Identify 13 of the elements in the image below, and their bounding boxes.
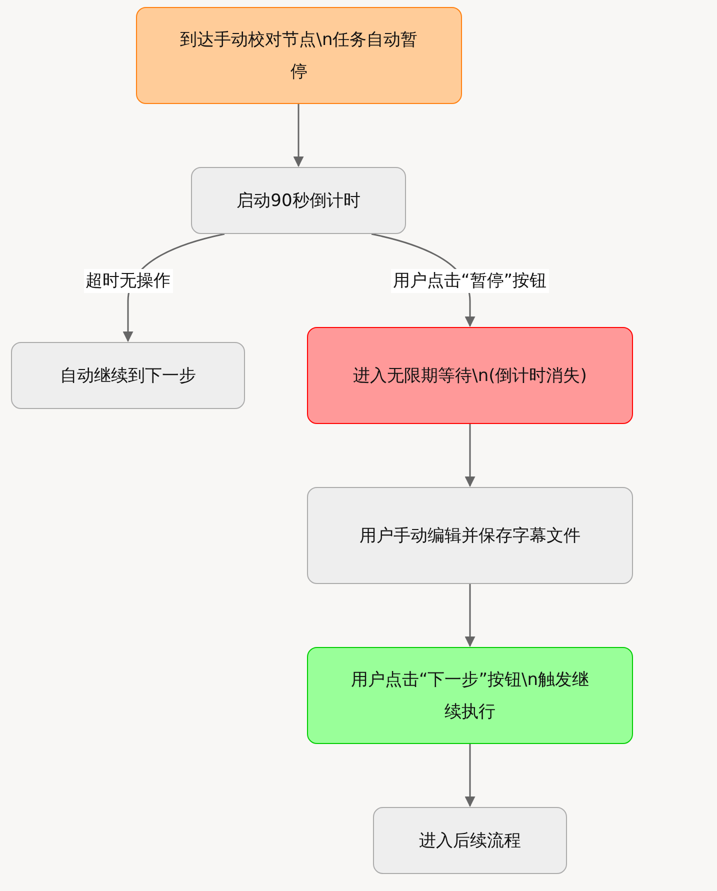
edge-label: 超时无操作 bbox=[84, 269, 172, 293]
process-box: 用户手动编辑并保存字幕文件 bbox=[307, 487, 633, 584]
arrow bbox=[464, 424, 476, 488]
process-box: 进入无限期等待\n(倒计时消失) bbox=[307, 327, 633, 424]
process-box: 到达手动校对节点\n任务自动暂停 bbox=[136, 7, 462, 104]
process-box: 自动继续到下一步 bbox=[11, 342, 245, 409]
process-box: 用户点击“下一步”按钮\n触发继续执行 bbox=[307, 647, 633, 744]
arrow bbox=[464, 584, 476, 648]
arrow bbox=[464, 744, 476, 808]
edge-label: 用户点击“暂停”按钮 bbox=[391, 269, 549, 293]
process-box: 进入后续流程 bbox=[373, 807, 567, 874]
arrow bbox=[293, 104, 304, 168]
process-box: 启动90秒倒计时 bbox=[191, 167, 406, 234]
